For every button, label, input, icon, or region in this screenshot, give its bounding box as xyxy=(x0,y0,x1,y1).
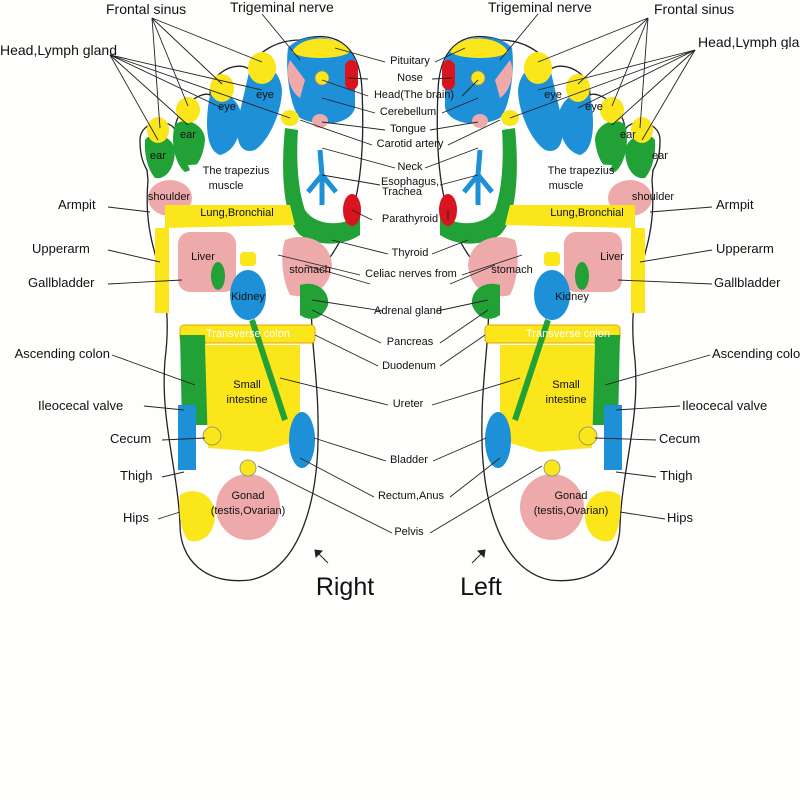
label-pancreas: Pancreas xyxy=(386,336,434,348)
label-parathyroid: Parathyroid xyxy=(381,213,439,225)
label-ileocecal-valve-left: Ileocecal valve xyxy=(682,398,768,413)
label-armpit-right: Armpit xyxy=(58,197,96,212)
zone-small-intestine-right-2: intestine xyxy=(226,394,268,407)
label-head-brain: Head(The brain) xyxy=(373,89,455,101)
label-armpit-left: Armpit xyxy=(716,197,754,212)
zone-trapezius-right-2: muscle xyxy=(208,180,244,193)
label-trigeminal-nerve-left: Trigeminal nerve xyxy=(488,0,592,15)
label-pituitary: Pituitary xyxy=(390,55,430,67)
label-frontal-sinus-right: Frontal sinus xyxy=(106,1,187,17)
label-thigh-right: Thigh xyxy=(120,468,153,483)
zone-kidney-left: Kidney xyxy=(555,291,589,304)
label-frontal-sinus-left: Frontal sinus xyxy=(654,1,735,17)
label-ureter: Ureter xyxy=(392,398,424,410)
label-upperarm-right: Upperarm xyxy=(32,241,90,256)
zone-shoulder-left: shoulder xyxy=(631,191,675,204)
zone-stomach-left: stomach xyxy=(491,264,533,277)
foot-label-left: Left xyxy=(460,573,502,601)
zone-kidney-right: Kidney xyxy=(231,291,265,304)
label-pelvis: Pelvis xyxy=(394,526,424,538)
zone-liver-left: Liver xyxy=(600,251,624,264)
foot-label-right: Right xyxy=(315,573,375,601)
zone-ear-right-2: ear xyxy=(150,150,166,163)
label-cecum-left: Cecum xyxy=(659,431,701,446)
label-head-lymph-gland-right: Head,Lymph gland xyxy=(0,42,118,58)
zone-eye-left-1: eye xyxy=(544,89,562,102)
label-thigh-left: Thigh xyxy=(660,468,693,483)
zone-small-intestine-right-1: Small xyxy=(233,379,261,392)
leader-lines xyxy=(107,13,713,534)
zone-ear-right-1: ear xyxy=(180,129,196,142)
label-hips-right: Hips xyxy=(123,510,150,525)
zone-gonad-right-1: Gonad xyxy=(231,490,265,503)
zone-gonad-left-1: Gonad xyxy=(554,490,588,503)
label-thyroid: Thyroid xyxy=(391,247,429,259)
zone-trapezius-right-1: The trapezius xyxy=(202,165,270,178)
zone-ear-left-2: ear xyxy=(652,150,668,163)
label-cerebellum: Cerebellum xyxy=(379,106,437,118)
zone-small-intestine-left-1: Small xyxy=(552,379,580,392)
label-celiac-nerves: Celiac nerves from xyxy=(365,268,457,280)
direction-arrows xyxy=(314,549,486,564)
label-nose: Nose xyxy=(397,72,423,84)
zone-transverse-colon-left: Transverse colon xyxy=(526,328,610,341)
label-trachea: Trachea xyxy=(382,186,422,198)
zone-shoulder-right: shoulder xyxy=(147,191,191,204)
zone-eye-right-2: eye xyxy=(218,101,236,114)
zone-stomach-right: stomach xyxy=(289,264,331,277)
label-ileocecal-valve-right: Ileocecal valve xyxy=(38,398,124,413)
zone-eye-left-2: eye xyxy=(585,101,603,114)
label-cecum-right: Cecum xyxy=(110,431,152,446)
zone-gonad-right-2: (testis,Ovarian) xyxy=(210,505,286,518)
label-ascending-colon-left: Ascending colon xyxy=(712,347,800,360)
label-gallbladder-right: Gallbladder xyxy=(28,275,95,290)
label-tongue: Tongue xyxy=(389,123,427,135)
zone-trapezius-left-2: muscle xyxy=(548,180,584,193)
zone-gonad-left-2: (testis,Ovarian) xyxy=(533,505,609,518)
zone-lung-left: Lung,Bronchial xyxy=(550,207,624,220)
zone-liver-right: Liver xyxy=(191,251,215,264)
left-foot xyxy=(437,37,660,581)
label-adrenal-gland: Adrenal gland xyxy=(374,305,442,317)
label-duodenum: Duodenum xyxy=(382,360,436,372)
label-upperarm-left: Upperarm xyxy=(716,241,774,256)
label-esophagus: Esophagus, xyxy=(380,176,440,188)
label-trigeminal-nerve-right: Trigeminal nerve xyxy=(230,0,334,15)
zone-ear-left-1: ear xyxy=(620,129,636,142)
label-hips-left: Hips xyxy=(667,510,694,525)
zone-eye-right-1: eye xyxy=(256,89,274,102)
label-neck: Neck xyxy=(397,161,423,173)
zone-trapezius-left-1: The trapezius xyxy=(547,165,615,178)
zone-transverse-colon-right: Transverse colon xyxy=(206,328,290,341)
zone-lung-right: Lung,Bronchial xyxy=(200,207,274,220)
label-head-lymph-gland-left: Head,Lymph gland xyxy=(698,35,800,49)
label-gallbladder-left: Gallbladder xyxy=(714,275,781,290)
label-rectum-anus: Rectum,Anus xyxy=(377,490,445,502)
zone-small-intestine-left-2: intestine xyxy=(545,394,587,407)
label-carotid-artery: Carotid artery xyxy=(376,138,444,150)
label-ascending-colon-right: Ascending colon xyxy=(14,346,110,361)
label-bladder: Bladder xyxy=(390,454,428,466)
